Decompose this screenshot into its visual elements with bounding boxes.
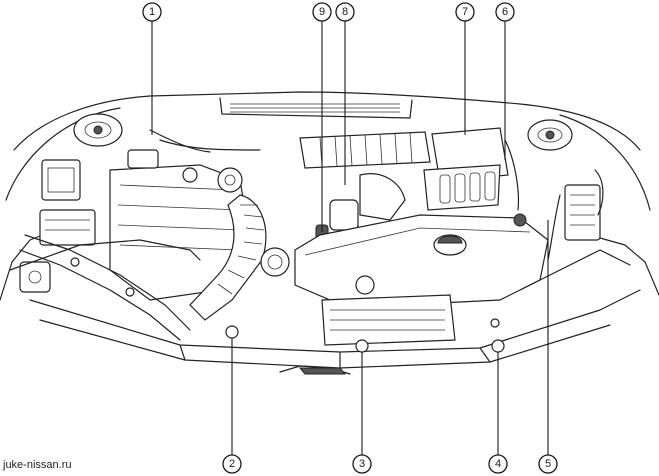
left-rail [19,234,191,341]
callout-8: 8 [335,2,355,22]
callout-9-label: 9 [319,6,325,18]
left-strut-tower [73,113,123,147]
callout-5: 5 [538,454,558,474]
callout-1: 1 [142,2,162,22]
callout-7-label: 7 [462,6,468,18]
body-outline [0,91,659,301]
callout-6: 6 [495,2,515,22]
callout-3-label: 3 [359,458,365,470]
callout-8-label: 8 [342,6,348,18]
callout-2: 2 [222,454,242,474]
hood-latch [279,365,351,375]
leader-lines [151,21,549,455]
callout-5-label: 5 [545,458,551,470]
callout-9: 9 [312,2,332,22]
intake-hose [189,194,290,321]
engine-cover [294,214,549,306]
left-components [19,159,96,293]
callout-3: 3 [352,454,372,474]
watermark-text: juke-nissan.ru [3,459,72,471]
callout-6-label: 6 [502,6,508,18]
callout-4-label: 4 [495,458,501,470]
callout-1-label: 1 [149,6,155,18]
mount-bolts [225,318,505,353]
callout-4: 4 [488,454,508,474]
air-filter-box [423,127,509,211]
callout-7: 7 [455,2,475,22]
right-strut-tower [527,119,573,151]
engine-block [109,129,261,301]
callout-2-label: 2 [229,458,235,470]
right-components [504,139,604,261]
radiator-reservoir [321,294,456,346]
